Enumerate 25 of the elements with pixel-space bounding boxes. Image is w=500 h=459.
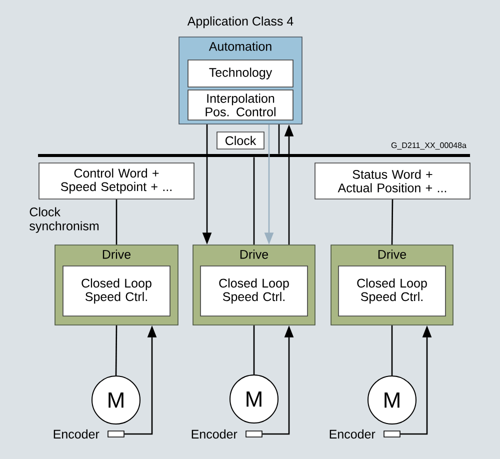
encoder-label: Encoder bbox=[330, 429, 376, 439]
process-box: Interpolation Pos. Control bbox=[188, 90, 294, 120]
connector-line bbox=[278, 124, 280, 154]
encoder-label: Encoder bbox=[54, 429, 100, 439]
process-box: Technology bbox=[188, 60, 294, 88]
bus-line bbox=[38, 154, 470, 157]
connector-line bbox=[391, 325, 393, 376]
encoder-box bbox=[384, 430, 400, 438]
connector-line bbox=[253, 325, 255, 374]
connector-line bbox=[253, 157, 255, 245]
connector-line bbox=[391, 199, 394, 245]
encoder-box bbox=[108, 430, 124, 438]
process-box: Control Word + Speed Setpoint + ... bbox=[38, 162, 194, 200]
encoder-box bbox=[246, 430, 262, 438]
process-box: Clock bbox=[216, 132, 264, 150]
encoder-label: Encoder bbox=[192, 429, 238, 439]
connector-line bbox=[116, 199, 118, 245]
process-box: Status Word + Actual Position + ... bbox=[314, 162, 470, 200]
drawing-id-label: G_D211_XX_00048a bbox=[391, 142, 466, 150]
annotation-label: Clock synchronism bbox=[30, 207, 99, 233]
heading-label: Application Class 4 bbox=[187, 16, 294, 28]
connector-line bbox=[115, 325, 118, 376]
process-box: Closed Loop Speed Ctrl. bbox=[338, 266, 446, 316]
process-box: Closed Loop Speed Ctrl. bbox=[62, 266, 170, 316]
process-box: Closed Loop Speed Ctrl. bbox=[200, 266, 308, 316]
